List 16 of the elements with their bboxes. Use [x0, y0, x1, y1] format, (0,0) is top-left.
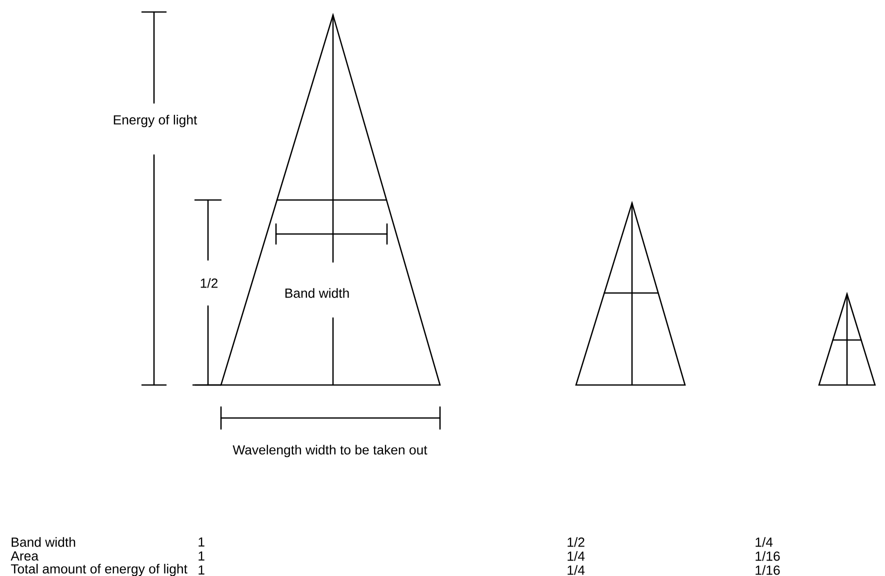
table-cell: 1/16	[756, 565, 780, 575]
table-cell: 1/4	[756, 537, 773, 547]
table-cell: 1	[198, 565, 204, 575]
table-cell: 1/2	[568, 537, 584, 547]
table-cell: Band width	[12, 537, 76, 547]
table-cell: 1/16	[756, 551, 780, 561]
table-cell: 1	[198, 551, 204, 561]
table-cell: 1/4	[568, 565, 585, 575]
table-cell: Area	[10, 551, 39, 561]
table-cell: Total amount of energy of light	[10, 564, 188, 576]
dimension-label: Wavelength width to be taken out	[232, 444, 428, 458]
dimension-label: Band width	[285, 288, 349, 298]
dimension-label: 1/2	[200, 278, 218, 288]
dimension-label: Energy of light	[114, 114, 198, 128]
table-cell: 1/4	[568, 551, 585, 561]
table-cell: 1	[198, 537, 204, 547]
